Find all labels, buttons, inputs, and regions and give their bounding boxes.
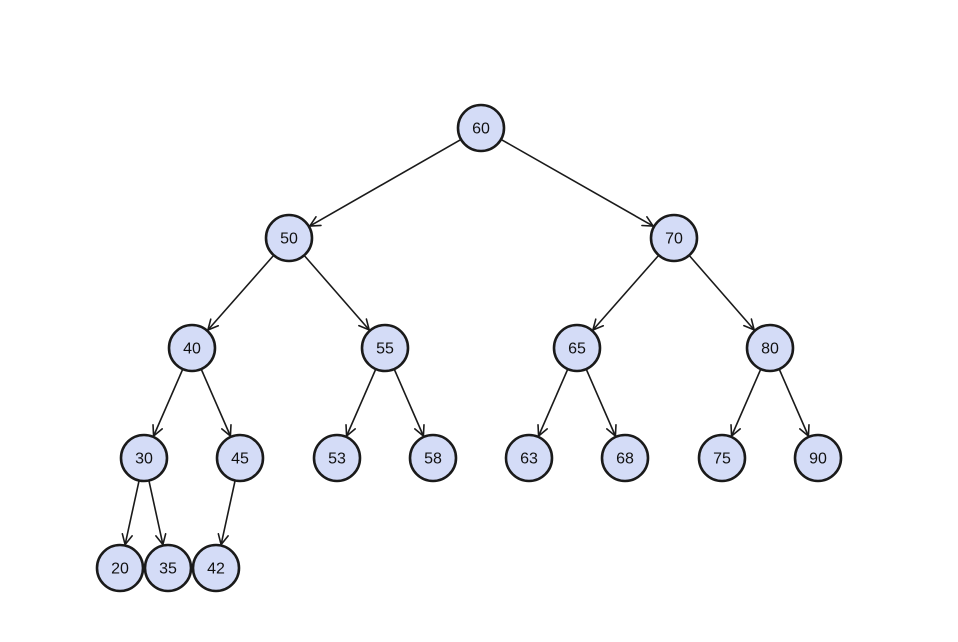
- tree-node-60: 60: [456, 103, 506, 153]
- edges-layer: [121, 139, 810, 546]
- edge-50-to-40: [207, 255, 274, 331]
- edge-40-to-30: [152, 369, 184, 437]
- edge-50-to-55: [304, 255, 371, 331]
- node-label: 55: [376, 341, 394, 358]
- node-circle: [264, 213, 314, 263]
- edge-60-to-50: [308, 139, 461, 227]
- tree-node-53: 53: [312, 433, 362, 483]
- edge-80-to-75: [730, 369, 762, 437]
- tree-node-65: 65: [552, 323, 602, 373]
- node-circle: [697, 433, 747, 483]
- node-label: 50: [280, 231, 298, 248]
- edge-65-to-68: [585, 369, 617, 437]
- tree-node-58: 58: [408, 433, 458, 483]
- tree-node-75: 75: [697, 433, 747, 483]
- edge-60-to-70: [501, 139, 654, 227]
- node-label: 35: [159, 561, 177, 578]
- tree-node-45: 45: [215, 433, 265, 483]
- edge-80-to-90: [778, 369, 810, 437]
- node-label: 45: [231, 451, 249, 468]
- node-label: 42: [207, 561, 225, 578]
- node-label: 75: [713, 451, 731, 468]
- tree-node-80: 80: [745, 323, 795, 373]
- node-circle: [167, 323, 217, 373]
- edge-70-to-80: [689, 255, 756, 331]
- node-label: 20: [111, 561, 129, 578]
- node-label: 53: [328, 451, 346, 468]
- edge-40-to-45: [200, 369, 232, 437]
- nodes-layer: 60 50 70 40 55 65 80 30 45 53 58 63 68 75 90 20 35 42: [95, 103, 843, 593]
- node-circle: [215, 433, 265, 483]
- node-circle: [191, 543, 241, 593]
- node-label: 63: [520, 451, 538, 468]
- tree-node-90: 90: [793, 433, 843, 483]
- node-label: 80: [761, 341, 779, 358]
- edge-65-to-63: [537, 369, 569, 437]
- tree-node-55: 55: [360, 323, 410, 373]
- node-label: 40: [183, 341, 201, 358]
- node-label: 70: [665, 231, 683, 248]
- node-circle: [95, 543, 145, 593]
- node-label: 30: [135, 451, 153, 468]
- tree-node-30: 30: [119, 433, 169, 483]
- node-circle: [552, 323, 602, 373]
- node-circle: [745, 323, 795, 373]
- tree-node-68: 68: [600, 433, 650, 483]
- node-circle: [143, 543, 193, 593]
- node-circle: [456, 103, 506, 153]
- node-circle: [600, 433, 650, 483]
- edge-30-to-35: [148, 481, 167, 546]
- edge-30-to-20: [121, 481, 140, 546]
- tree-node-42: 42: [191, 543, 241, 593]
- node-circle: [793, 433, 843, 483]
- tree-node-35: 35: [143, 543, 193, 593]
- tree-node-70: 70: [649, 213, 699, 263]
- node-circle: [312, 433, 362, 483]
- node-label: 58: [424, 451, 442, 468]
- node-circle: [360, 323, 410, 373]
- node-circle: [119, 433, 169, 483]
- edge-55-to-53: [345, 369, 377, 437]
- edge-55-to-58: [393, 369, 425, 437]
- tree-node-63: 63: [504, 433, 554, 483]
- node-circle: [408, 433, 458, 483]
- edge-45-to-42: [217, 481, 236, 546]
- edge-70-to-65: [592, 255, 659, 331]
- node-circle: [504, 433, 554, 483]
- node-label: 90: [809, 451, 827, 468]
- node-label: 65: [568, 341, 586, 358]
- node-label: 68: [616, 451, 634, 468]
- tree-node-40: 40: [167, 323, 217, 373]
- tree-node-50: 50: [264, 213, 314, 263]
- tree-node-20: 20: [95, 543, 145, 593]
- node-label: 60: [472, 121, 490, 138]
- node-circle: [649, 213, 699, 263]
